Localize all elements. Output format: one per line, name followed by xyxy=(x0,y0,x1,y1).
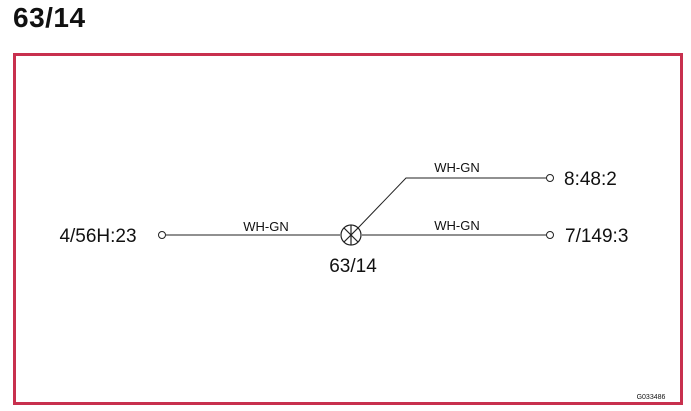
page-title: 63/14 xyxy=(13,2,86,33)
connector-label-right-top: 8:48:2 xyxy=(564,169,617,190)
terminal-left-icon xyxy=(158,231,166,239)
terminal-right-bottom-icon xyxy=(546,231,554,239)
connector-label-left: 4/56H:23 xyxy=(59,226,136,247)
terminal-right-top-icon xyxy=(546,174,554,182)
wire-label-upper: WH-GN xyxy=(434,160,480,175)
wire-label-left: WH-GN xyxy=(243,219,289,234)
connector-label-right-bottom: 7/149:3 xyxy=(565,226,628,247)
wire-label-lower: WH-GN xyxy=(434,218,480,233)
wire-upper xyxy=(357,177,546,229)
diagram-frame xyxy=(13,53,683,405)
splice-label: 63/14 xyxy=(329,256,377,277)
drawing-id: G033486 xyxy=(637,394,666,401)
splice-circle-x-icon xyxy=(340,224,362,246)
